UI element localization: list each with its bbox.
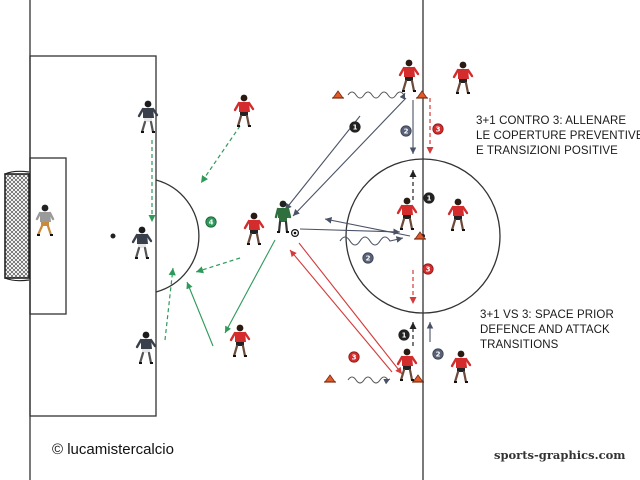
- copyright-credit: © lucamistercalcio: [52, 441, 174, 458]
- defender-bottom: [135, 330, 157, 365]
- step-marker-red-3: 3: [422, 263, 434, 275]
- step-marker-label: 1: [427, 195, 432, 203]
- attacker-centre: [243, 211, 265, 246]
- red-dashed-arrows: [409, 98, 434, 304]
- player-mid-2: [447, 197, 469, 232]
- step-marker-red-3: 3: [348, 351, 360, 363]
- wavy-runs: [347, 91, 406, 385]
- caption-english-line-3: TRANSITIONS: [480, 339, 559, 351]
- step-marker-label: 1: [353, 124, 358, 132]
- site-watermark: sports-graphics.com: [494, 448, 626, 462]
- step-marker-grey-2: 2: [432, 348, 444, 360]
- defender-top: [137, 99, 159, 134]
- step-marker-black-1: 1: [423, 192, 435, 204]
- step-markers: 1 2 3 4 1 2 3 1 2 3: [205, 121, 444, 363]
- penalty-spot: [110, 233, 116, 239]
- step-marker-label: 2: [436, 351, 441, 359]
- player-bottom-2: [450, 349, 472, 384]
- grey-arrows: [284, 97, 434, 342]
- caption-english: 3+1 VS 3: SPACE PRIOR DEFENCE AND ATTACK…: [480, 308, 614, 353]
- step-marker-grey-2: 2: [362, 252, 374, 264]
- step-marker-label: 2: [366, 255, 371, 263]
- step-marker-label: 3: [436, 126, 441, 134]
- caption-italian-line-2: LE COPERTURE PREVENTIVE: [476, 130, 640, 142]
- grey-wavy-run: [339, 236, 404, 246]
- caption-italian: 3+1 CONTRO 3: ALLENARE LE COPERTURE PREV…: [476, 114, 640, 159]
- attacker-bottom-left: [229, 323, 251, 358]
- step-marker-label: 4: [209, 219, 214, 227]
- step-marker-black-1: 1: [349, 121, 361, 133]
- caption-english-line-2: DEFENCE AND ATTACK: [480, 324, 610, 336]
- caption-italian-line-1: 3+1 CONTRO 3: ALLENARE: [476, 115, 627, 127]
- player-top-1: [398, 58, 420, 93]
- caption-italian-line-3: E TRANSIZIONI POSITIVE: [476, 145, 618, 157]
- step-marker-label: 3: [426, 266, 431, 274]
- green-solid-arrows: [186, 239, 276, 347]
- step-marker-green-4: 4: [205, 216, 217, 228]
- joker-player: [274, 199, 292, 234]
- step-marker-black-1: 1: [398, 329, 410, 341]
- pitch-lines: [29, 0, 501, 480]
- step-marker-grey-2: 2: [400, 125, 412, 137]
- attacker-top-left: [233, 93, 255, 128]
- step-marker-label: 1: [402, 332, 407, 340]
- balls: [291, 229, 300, 238]
- goalkeeper: [35, 203, 55, 237]
- step-marker-label: 3: [352, 354, 357, 362]
- green-dashed-arrows: [148, 125, 241, 341]
- red-arrows: [289, 242, 403, 375]
- goal-net: [4, 170, 30, 282]
- caption-english-line-1: 3+1 VS 3: SPACE PRIOR: [480, 309, 614, 321]
- step-marker-red-3: 3: [432, 123, 444, 135]
- player-mid-1: [396, 196, 418, 231]
- step-marker-label: 2: [404, 128, 409, 136]
- player-bottom-1: [396, 347, 418, 382]
- player-top-2: [452, 60, 474, 95]
- defender-middle: [131, 225, 153, 260]
